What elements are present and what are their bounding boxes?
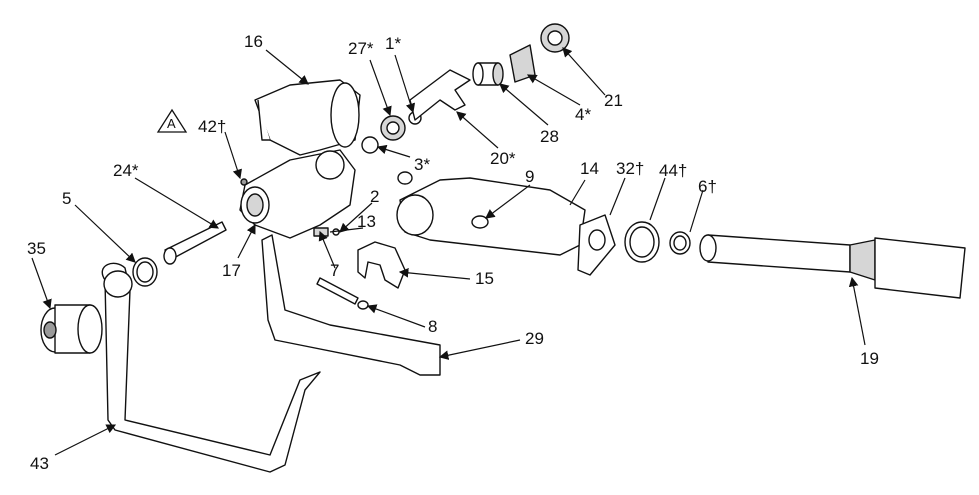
- part-8-clip: [357, 300, 369, 310]
- part-35-fitting: [40, 304, 103, 354]
- part-3-spring: [361, 136, 379, 154]
- callout-17: 17: [222, 261, 241, 280]
- part-19-tube: [699, 234, 966, 299]
- callout-24: 24*: [113, 161, 139, 180]
- callout-7: 7: [330, 261, 340, 280]
- part-17-body: [239, 149, 356, 239]
- warning-triangle-icon: [156, 108, 188, 133]
- callout-35: 35: [27, 239, 46, 258]
- part-32-gasket: [577, 214, 616, 276]
- part-24-pin: [163, 221, 227, 265]
- callout-13: 13: [357, 212, 376, 231]
- callout-8: 8: [428, 317, 438, 336]
- callout-32: 32†: [616, 159, 645, 178]
- callout-19: 19: [860, 349, 879, 368]
- callout-20: 20*: [490, 149, 516, 168]
- part-5-ring: [132, 257, 158, 287]
- callout-29: 29: [525, 329, 544, 348]
- callout-9: 9: [525, 167, 535, 186]
- callout-27: 27*: [348, 39, 374, 58]
- part-9-screw: [471, 215, 489, 229]
- callout-28: 28: [540, 127, 559, 146]
- part-15-bracket: [357, 241, 406, 289]
- callout-43: 43: [30, 454, 49, 473]
- part-43-trigger-guard: [101, 262, 321, 473]
- part-21-cap: [540, 23, 570, 53]
- part-6-oring: [669, 231, 691, 255]
- part-42-setscrew: [240, 178, 248, 186]
- callout-2: 2: [370, 187, 380, 206]
- callout-1: 1*: [385, 34, 402, 53]
- part-20-clip: [409, 69, 471, 121]
- callout-42: 42†: [198, 117, 227, 136]
- part-44-oring: [624, 221, 660, 263]
- part-27-nut: [380, 115, 406, 141]
- callout-6: 6†: [698, 177, 717, 196]
- callout-21: 21: [604, 91, 623, 110]
- callout-5: 5: [62, 189, 72, 208]
- callout-4: 4*: [575, 105, 592, 124]
- callout-44: 44†: [659, 161, 688, 180]
- callout-15: 15: [475, 269, 494, 288]
- part-7-pin: [316, 277, 359, 305]
- callout-16: 16: [244, 32, 263, 51]
- part-16-cover: [254, 79, 361, 156]
- part-29-trigger: [261, 234, 441, 376]
- callout-A: A: [167, 116, 176, 131]
- callout-3: 3*: [414, 155, 431, 174]
- part-14-handle: [396, 177, 586, 256]
- leader-lines: [31, 47, 866, 456]
- part-28-spacer: [472, 62, 504, 86]
- part-screw: [397, 171, 413, 185]
- callout-14: 14: [580, 159, 599, 178]
